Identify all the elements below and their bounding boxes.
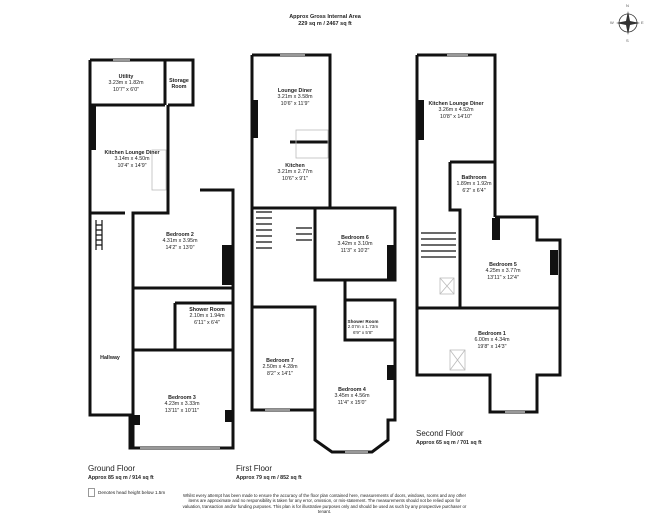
header-area: 229 sq m / 2467 sq ft [298, 20, 352, 27]
first-floor-plan [250, 53, 397, 454]
legend-swatch [88, 488, 95, 497]
compass-e: E [641, 20, 644, 25]
compass-n: N [626, 3, 629, 8]
room-label: Storage Room [169, 78, 189, 91]
room-label: Hallway [100, 355, 120, 361]
header-title: Approx Gross Internal Area [289, 14, 361, 20]
ground-floor-plan [88, 58, 235, 450]
disclaimer: Whilst every attempt has been made to en… [182, 493, 467, 514]
legend: Denotes head height below 1.5m [88, 488, 165, 497]
compass-w: W [610, 20, 614, 25]
gross-area-header: Approx Gross Internal Area 229 sq m / 24… [289, 14, 361, 27]
compass-s: S [626, 38, 629, 43]
second-floor-plan [415, 53, 562, 414]
legend-text: Denotes head height below 1.5m [98, 490, 166, 495]
compass-rose-icon [616, 11, 640, 35]
